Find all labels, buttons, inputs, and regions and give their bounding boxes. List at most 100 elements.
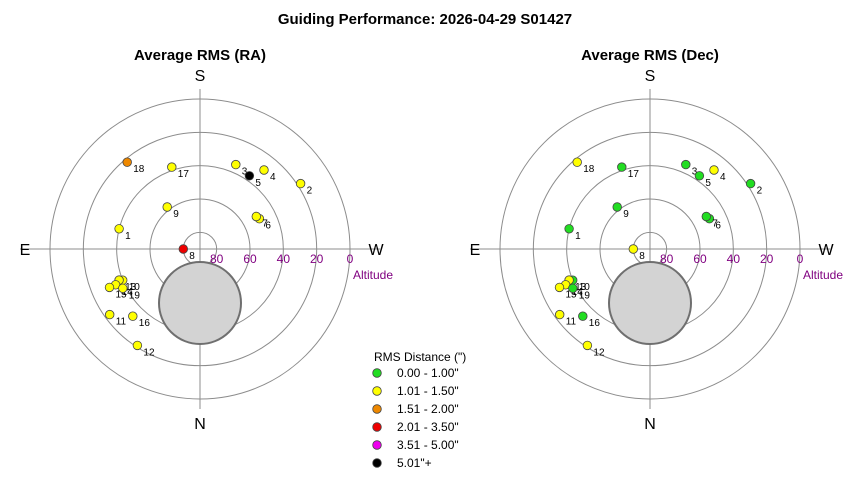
altitude-tick-label: 20 (760, 252, 774, 266)
figure-title: Guiding Performance: 2026-04-29 S01427 (278, 11, 572, 28)
data-point-16 (578, 311, 588, 321)
data-point-label: 6 (265, 221, 271, 232)
data-point-2 (295, 178, 306, 189)
altitude-tick-label: 60 (693, 252, 707, 266)
data-point-18 (572, 157, 582, 167)
data-point-label: 14 (122, 287, 134, 298)
altitude-tick-label: 40 (277, 252, 291, 266)
data-point-label: 18 (583, 164, 595, 175)
data-point-3 (681, 159, 691, 170)
legend-swatch (372, 386, 382, 396)
data-point-label: 4 (270, 172, 276, 183)
data-point-label: 10 (579, 282, 591, 293)
data-point-3 (231, 159, 241, 170)
data-point-label: 6 (715, 221, 721, 232)
data-point-1 (114, 224, 124, 234)
legend-item-label: 3.51 - 5.00" (397, 438, 459, 452)
data-point-17 (617, 162, 627, 172)
data-point-label: 13 (125, 282, 137, 293)
data-point-label: 19 (129, 290, 141, 301)
data-point-9 (162, 202, 172, 212)
data-point-4 (709, 165, 719, 175)
data-point-label: 5 (255, 178, 261, 189)
data-point-label: 2 (307, 186, 313, 197)
data-point-7 (251, 211, 261, 222)
altitude-tick-label: 0 (797, 252, 804, 266)
data-point-label: 8 (639, 251, 645, 262)
legend-item-label: 2.01 - 3.50" (397, 420, 459, 434)
data-point-label: 16 (139, 318, 151, 329)
data-point-label: 3 (242, 167, 248, 178)
compass-label-n: N (644, 416, 656, 433)
data-point-label: 1 (575, 231, 581, 242)
data-point-label: 15 (116, 289, 128, 300)
data-point-18 (122, 157, 132, 167)
altitude-tick-label: 20 (310, 252, 324, 266)
data-point-15 (104, 282, 115, 293)
data-point-12 (582, 340, 593, 351)
data-point-11 (104, 309, 115, 320)
data-point-5 (244, 171, 255, 181)
legend-swatch (372, 440, 382, 450)
data-point-label: 15 (566, 289, 578, 300)
legend-swatch (372, 458, 382, 468)
data-point-label: 9 (173, 209, 179, 220)
data-point-5 (694, 171, 705, 181)
data-point-1 (564, 224, 574, 234)
legend-swatch (372, 404, 382, 414)
legend-title: RMS Distance (") (374, 350, 466, 364)
data-point-2 (745, 178, 756, 189)
data-point-label: 18 (133, 164, 145, 175)
subplot-title: Average RMS (RA) (134, 47, 266, 64)
altitude-axis-label: Altitude (353, 268, 393, 282)
data-point-label: 11 (566, 317, 577, 328)
compass-label-e: E (470, 242, 481, 259)
legend-swatch (372, 368, 382, 378)
data-point-label: 1 (125, 231, 131, 242)
legend-item-label: 5.01"+ (397, 456, 432, 470)
data-point-19 (118, 283, 128, 294)
subplot-title: Average RMS (Dec) (581, 47, 719, 64)
data-point-label: 8 (189, 251, 195, 262)
obstruction-disk (158, 261, 242, 345)
data-point-4 (259, 165, 269, 175)
legend-swatch (372, 422, 382, 432)
data-point-label: 13 (575, 282, 587, 293)
data-point-7 (701, 211, 712, 222)
legend-item-label: 0.00 - 1.00" (397, 366, 459, 380)
data-point-label: 17 (178, 169, 190, 180)
compass-label-w: W (368, 242, 384, 259)
data-point-15 (554, 282, 565, 293)
legend-item-label: 1.51 - 2.00" (397, 402, 459, 416)
data-point-label: 9 (623, 209, 629, 220)
compass-label-n: N (194, 416, 206, 433)
data-point-label: 11 (116, 317, 127, 328)
obstruction-disk (608, 261, 692, 345)
data-point-label: 16 (589, 318, 601, 329)
altitude-tick-label: 60 (243, 252, 257, 266)
data-point-label: 7 (262, 219, 268, 230)
altitude-axis-label: Altitude (803, 268, 843, 282)
compass-label-w: W (818, 242, 834, 259)
data-point-label: 12 (593, 347, 605, 358)
data-point-17 (167, 162, 177, 172)
compass-label-s: S (645, 68, 656, 85)
data-point-label: 2 (757, 186, 763, 197)
altitude-tick-label: 80 (210, 252, 224, 266)
data-point-8 (178, 244, 189, 254)
legend: RMS Distance (") 0.00 - 1.00" 1.01 - 1.50… (372, 350, 466, 470)
altitude-tick-label: 80 (660, 252, 674, 266)
compass-label-s: S (195, 68, 206, 85)
data-point-label: 17 (628, 169, 640, 180)
data-point-19 (568, 283, 578, 294)
legend-item-label: 1.01 - 1.50" (397, 384, 459, 398)
altitude-tick-label: 0 (347, 252, 354, 266)
data-point-label: 4 (720, 172, 726, 183)
data-point-label: 10 (129, 282, 141, 293)
compass-label-e: E (20, 242, 31, 259)
data-point-9 (612, 202, 622, 212)
